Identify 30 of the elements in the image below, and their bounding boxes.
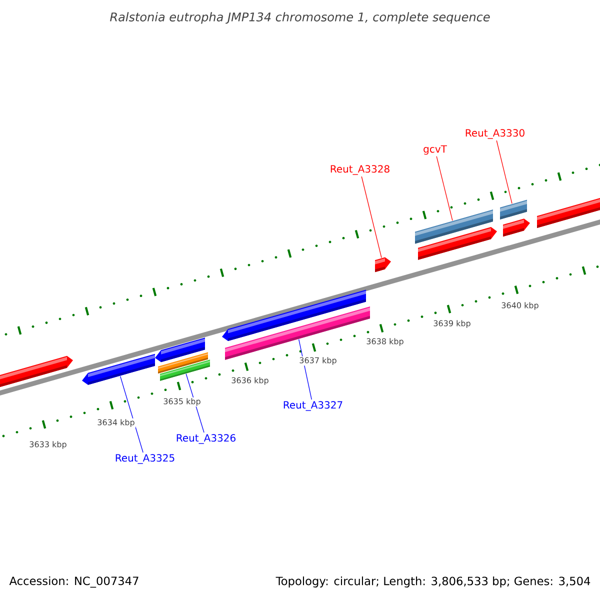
- gene-feature: [82, 354, 155, 385]
- leader-line: [361, 176, 382, 258]
- gene-feature: [537, 198, 600, 228]
- gene-feature: [158, 352, 208, 374]
- leader-line: [496, 140, 512, 204]
- gene-feature: [222, 290, 366, 342]
- scale-label: 3640 kbp: [500, 301, 540, 311]
- scale-label: 3638 kbp: [365, 337, 405, 347]
- scale-label: 3639 kbp: [432, 319, 472, 329]
- scale-label: 3634 kbp: [96, 418, 136, 428]
- gene-label: gcvT: [424, 145, 447, 155]
- gene-label: Reut_A3330: [466, 129, 524, 139]
- footer-text: Accession: NC_007347: [9, 576, 138, 588]
- gene-label: Reut_A3326: [176, 434, 236, 444]
- leader-line: [120, 376, 144, 453]
- footer-text: Topology: circular; Length: 3,806,533 bp; Genes: 3,504: [276, 576, 590, 588]
- title: Ralstonia eutropha JMP134 chromosome 1, complete sequence: [110, 12, 490, 24]
- scale-label: 3637 kbp: [298, 356, 338, 366]
- gene-feature: [375, 257, 391, 272]
- gene-label: Reut_A3327: [284, 401, 342, 411]
- gene-feature: [0, 356, 73, 390]
- leader-line: [436, 156, 453, 221]
- gene-label: Reut_A3328: [330, 165, 390, 175]
- gene-feature: [500, 200, 527, 220]
- gene-label: Reut_A3325: [116, 454, 174, 464]
- gene-feature: [503, 218, 530, 237]
- scale-label: 3633 kbp: [28, 440, 68, 450]
- gene-feature: [418, 227, 497, 260]
- scale-label: 3636 kbp: [230, 376, 270, 386]
- scale-label: 3635 kbp: [162, 397, 202, 407]
